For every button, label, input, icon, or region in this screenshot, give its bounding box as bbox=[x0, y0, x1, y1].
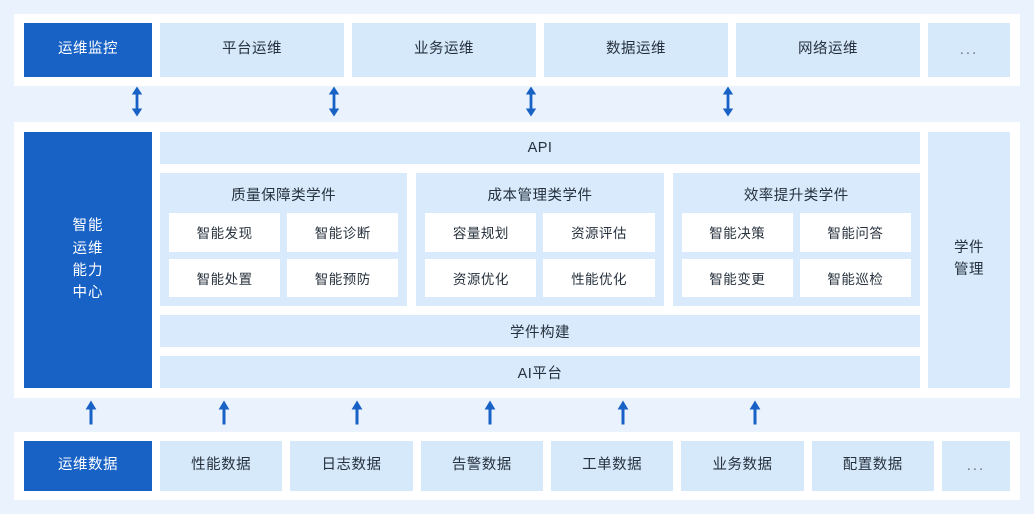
top-item-more[interactable]: ... bbox=[928, 23, 1010, 77]
group-title: 效率提升类学件 bbox=[743, 188, 849, 204]
chip-intelligent-handling[interactable]: 智能处置 bbox=[169, 258, 281, 297]
double-arrow-icon bbox=[327, 86, 341, 122]
double-arrow-icon bbox=[721, 86, 735, 122]
top-item-business-ops[interactable]: 业务运维 bbox=[352, 23, 536, 77]
arrow-up-icon bbox=[217, 400, 231, 430]
ai-platform-bar: AI平台 bbox=[160, 356, 920, 388]
chip-intelligent-qa[interactable]: 智能问答 bbox=[799, 213, 911, 252]
capability-center-stack: API 质量保障类学件 智能发现 智能诊断 智能处置 智能预防 成本管理类学件 … bbox=[160, 132, 920, 388]
arrow-up-icon bbox=[748, 400, 762, 430]
data-item-performance[interactable]: 性能数据 bbox=[160, 441, 283, 491]
top-item-network-ops[interactable]: 网络运维 bbox=[736, 23, 920, 77]
double-arrow-icon bbox=[524, 86, 538, 122]
learnware-groups: 质量保障类学件 智能发现 智能诊断 智能处置 智能预防 成本管理类学件 容量规划… bbox=[160, 173, 920, 306]
group-efficiency-improvement: 效率提升类学件 智能决策 智能问答 智能变更 智能巡检 bbox=[672, 173, 920, 306]
data-item-ticket[interactable]: 工单数据 bbox=[550, 441, 674, 491]
group-title: 质量保障类学件 bbox=[231, 188, 337, 204]
capability-center-label: 智能 运维 能力 中心 bbox=[24, 132, 152, 388]
data-item-config[interactable]: 配置数据 bbox=[811, 441, 934, 491]
bottom-connectors bbox=[14, 398, 1020, 432]
ops-monitoring-panel: 运维监控 平台运维 业务运维 数据运维 网络运维 ... bbox=[14, 14, 1020, 86]
chip-resource-optimization[interactable]: 资源优化 bbox=[425, 258, 537, 297]
group-quality-assurance: 质量保障类学件 智能发现 智能诊断 智能处置 智能预防 bbox=[160, 173, 408, 306]
chip-capacity-planning[interactable]: 容量规划 bbox=[425, 213, 537, 252]
chip-intelligent-discovery[interactable]: 智能发现 bbox=[169, 213, 281, 252]
learnware-build-bar: 学件构建 bbox=[160, 315, 920, 347]
chip-resource-assessment[interactable]: 资源评估 bbox=[543, 213, 655, 252]
aiops-capability-center-panel: 智能 运维 能力 中心 API 质量保障类学件 智能发现 智能诊断 智能处置 智… bbox=[14, 122, 1020, 398]
data-item-more[interactable]: ... bbox=[941, 441, 1010, 491]
data-item-alarm[interactable]: 告警数据 bbox=[420, 441, 543, 491]
arrow-up-icon bbox=[350, 400, 364, 430]
double-arrow-icon bbox=[130, 86, 144, 122]
group-items: 容量规划 资源评估 资源优化 性能优化 bbox=[425, 213, 655, 297]
group-title: 成本管理类学件 bbox=[487, 188, 593, 204]
group-items: 智能决策 智能问答 智能变更 智能巡检 bbox=[681, 213, 911, 297]
data-item-business[interactable]: 业务数据 bbox=[681, 441, 804, 491]
ops-data-panel: 运维数据 性能数据 日志数据 告警数据 工单数据 业务数据 配置数据 ... bbox=[14, 432, 1020, 500]
group-items: 智能发现 智能诊断 智能处置 智能预防 bbox=[169, 213, 399, 297]
chip-intelligent-change[interactable]: 智能变更 bbox=[681, 258, 793, 297]
arrow-up-icon bbox=[616, 400, 630, 430]
learnware-management-label: 学件 管理 bbox=[928, 132, 1010, 388]
api-bar: API bbox=[160, 132, 920, 164]
chip-intelligent-prevention[interactable]: 智能预防 bbox=[287, 258, 399, 297]
data-item-log[interactable]: 日志数据 bbox=[290, 441, 413, 491]
chip-intelligent-diagnosis[interactable]: 智能诊断 bbox=[287, 213, 399, 252]
group-cost-management: 成本管理类学件 容量规划 资源评估 资源优化 性能优化 bbox=[416, 173, 664, 306]
top-item-data-ops[interactable]: 数据运维 bbox=[544, 23, 728, 77]
arrow-up-icon bbox=[84, 400, 98, 430]
ops-data-label: 运维数据 bbox=[24, 441, 152, 491]
chip-performance-optimization[interactable]: 性能优化 bbox=[543, 258, 655, 297]
chip-intelligent-inspection[interactable]: 智能巡检 bbox=[799, 258, 911, 297]
top-connectors bbox=[14, 86, 1020, 122]
top-item-platform-ops[interactable]: 平台运维 bbox=[160, 23, 344, 77]
chip-intelligent-decision[interactable]: 智能决策 bbox=[681, 213, 793, 252]
ops-monitoring-label: 运维监控 bbox=[24, 23, 152, 77]
arrow-up-icon bbox=[483, 400, 497, 430]
